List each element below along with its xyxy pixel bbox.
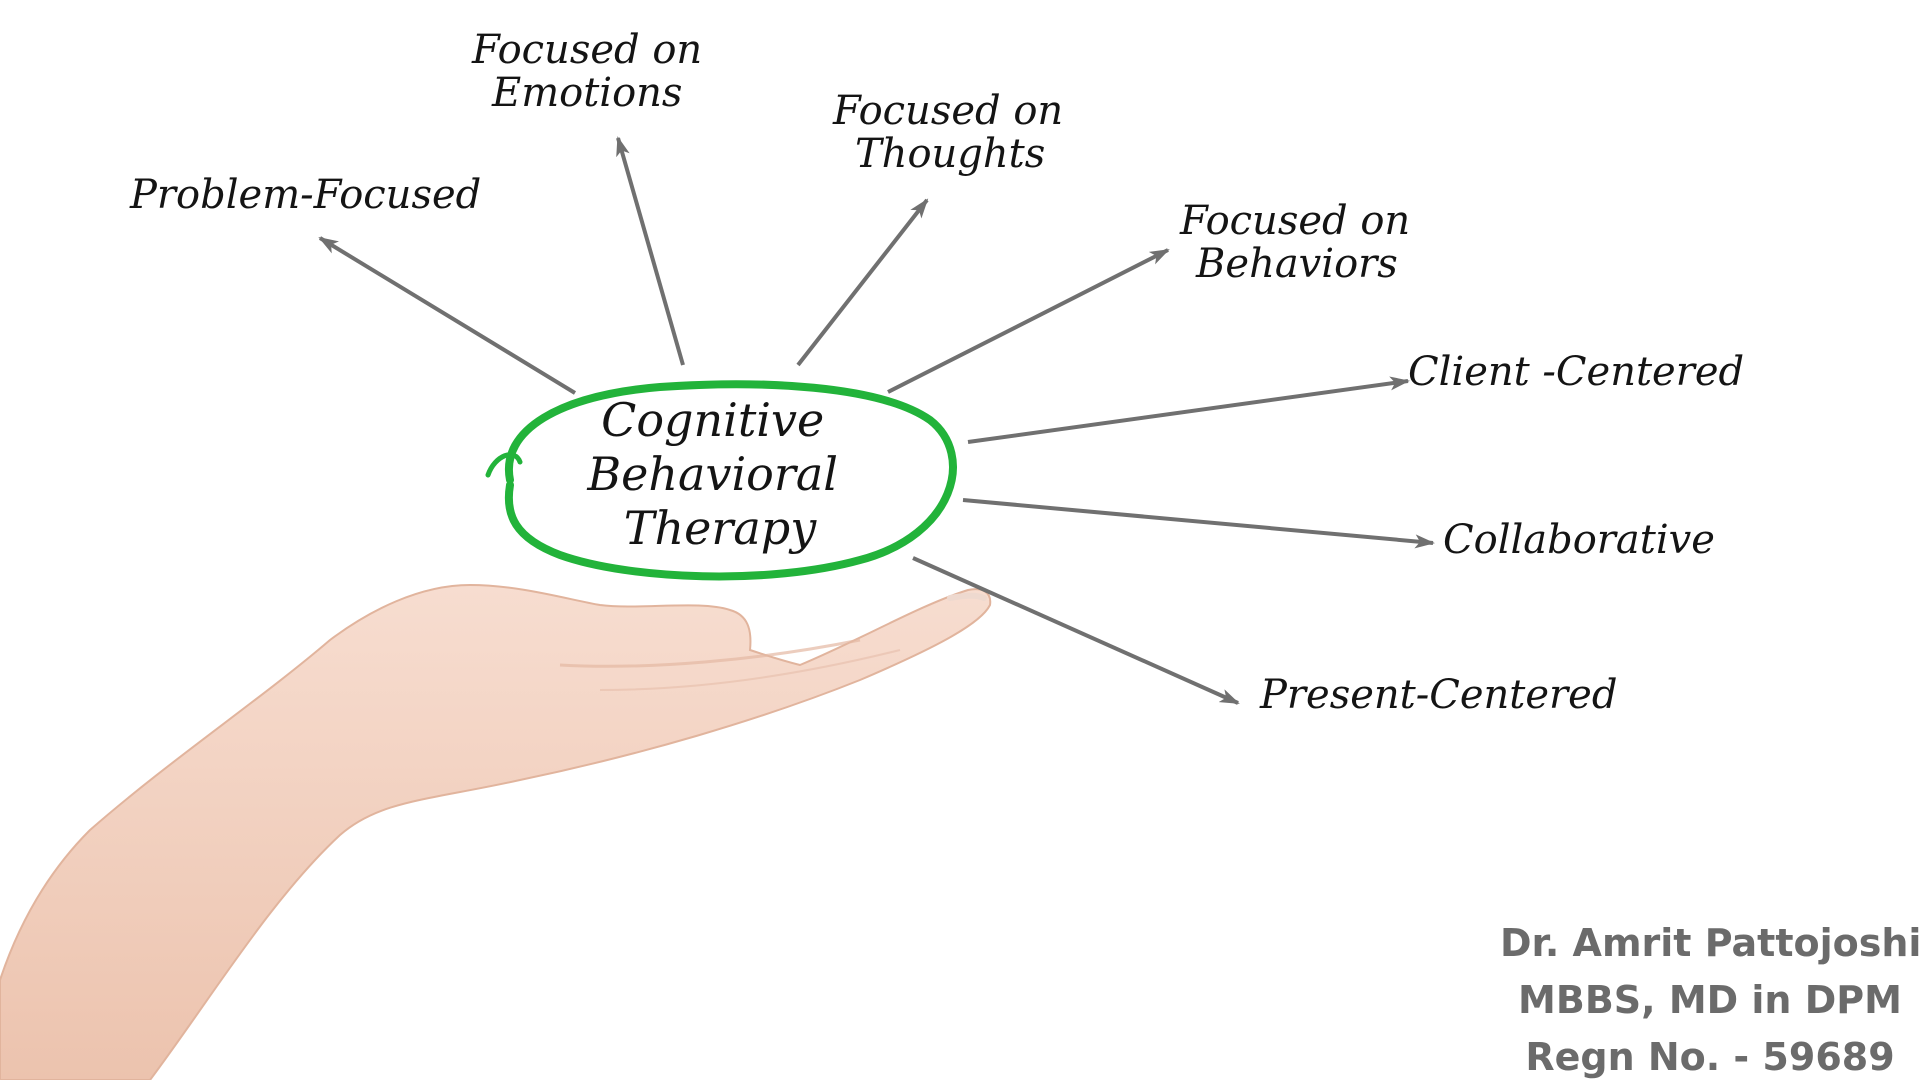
author-qualification: MBBS, MD in DPM	[1518, 978, 1902, 1022]
label-focused-on-emotions-line-2: Emotions	[491, 70, 682, 116]
arrow-problem-focused	[318, 236, 577, 395]
label-problem-focused-line-1: Problem-Focused	[129, 172, 481, 218]
author-credit: Dr. Amrit Pattojoshi MBBS, MD in DPM Reg…	[1500, 915, 1920, 1080]
label-client-centered-line-1: Client -Centered	[1408, 349, 1744, 395]
arrow-collaborative	[962, 498, 1435, 549]
label-focused-on-thoughts-line-1: Focused on	[832, 88, 1063, 134]
label-focused-on-emotions-line-1: Focused on	[471, 27, 702, 73]
label-present-centered: Present-Centered	[1259, 672, 1617, 718]
hand-icon	[0, 583, 992, 1080]
center-title-line-3: Therapy	[624, 501, 817, 555]
label-focused-on-thoughts-line-2: Thoughts	[855, 131, 1045, 177]
label-client-centered: Client -Centered	[1408, 349, 1744, 395]
center-title-line-2: Behavioral	[586, 447, 838, 501]
arrow-group	[318, 136, 1435, 705]
arrow-focused-on-emotions	[616, 136, 685, 366]
author-registration: Regn No. - 59689	[1525, 1035, 1895, 1079]
center-title-line-1: Cognitive	[601, 393, 824, 447]
label-problem-focused: Problem-Focused	[129, 172, 481, 218]
label-collaborative-line-1: Collaborative	[1443, 517, 1715, 563]
label-focused-on-behaviors-line-2: Behaviors	[1195, 241, 1398, 287]
label-present-centered-line-1: Present-Centered	[1259, 672, 1617, 718]
label-focused-on-behaviors: Focused on Behaviors	[1179, 198, 1423, 287]
label-focused-on-behaviors-line-1: Focused on	[1179, 198, 1410, 244]
label-focused-on-thoughts: Focused on Thoughts	[832, 88, 1076, 177]
label-collaborative: Collaborative	[1443, 517, 1715, 563]
arrow-present-centered	[912, 556, 1240, 705]
center-ellipse	[485, 380, 957, 581]
arrow-focused-on-behaviors	[887, 248, 1170, 394]
author-name: Dr. Amrit Pattojoshi	[1500, 921, 1920, 965]
label-focused-on-emotions: Focused on Emotions	[471, 27, 715, 116]
center-title: Cognitive Behavioral Therapy	[586, 393, 852, 555]
arrow-focused-on-thoughts	[796, 198, 929, 367]
arrow-client-centered	[967, 376, 1410, 444]
